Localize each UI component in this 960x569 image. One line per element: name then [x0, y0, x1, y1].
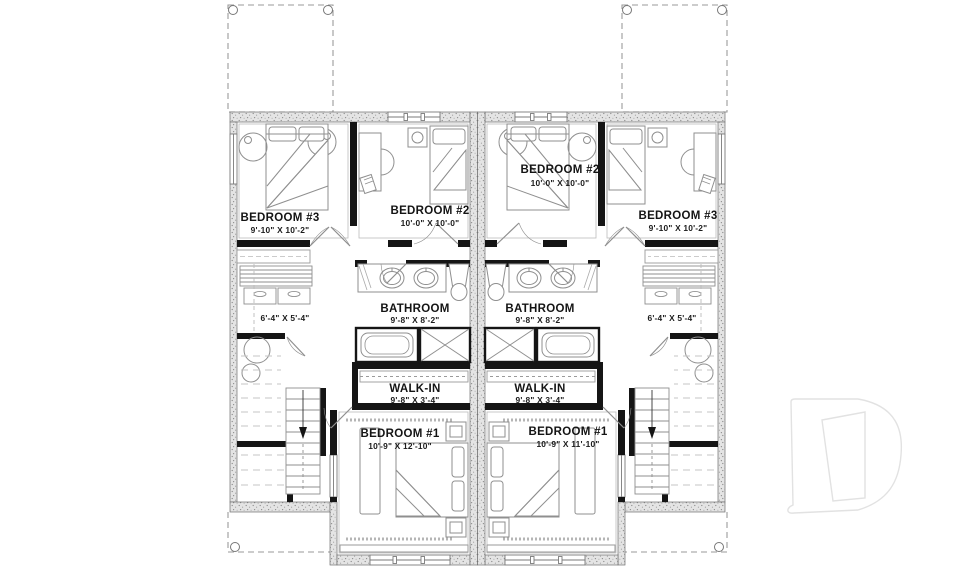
label-right-walkin-dims: 9'-8" X 3'-4" — [516, 395, 565, 405]
label-left-bedroom3-dims: 9'-10" X 10'-2" — [251, 225, 310, 235]
label-left-bathroom-name: BATHROOM — [380, 303, 449, 315]
label-left-bedroom2-name: BEDROOM #2 — [390, 205, 469, 217]
label-left-bathroom-dims: 9'-8" X 8'-2" — [391, 315, 440, 325]
label-left-bedroom1-name: BEDROOM #1 — [360, 428, 439, 440]
label-right-bedroom1-name: BEDROOM #1 — [528, 426, 607, 438]
label-right-bathroom-dims: 9'-8" X 8'-2" — [516, 315, 565, 325]
label-right-bedroom2-dims: 10'-0" X 10'-0" — [531, 178, 590, 188]
unit-right — [476, 110, 727, 567]
label-right-bedroom2-name: BEDROOM #2 — [520, 164, 599, 176]
label-right-bathroom-name: BATHROOM — [505, 303, 574, 315]
label-left-walkin-name: WALK-IN — [389, 383, 440, 395]
unit-left — [228, 110, 479, 567]
label-right-bedroom3-dims: 9'-10" X 10'-2" — [649, 223, 708, 233]
label-left-bedroom2-dims: 10'-0" X 10'-0" — [401, 218, 460, 228]
label-left-closet-dims: 6'-4" X 5'-4" — [261, 313, 310, 323]
porch-posts — [228, 5, 727, 552]
label-right-bedroom3-name: BEDROOM #3 — [638, 210, 717, 222]
label-left-walkin-dims: 9'-8" X 3'-4" — [391, 395, 440, 405]
label-left-bedroom3-name: BEDROOM #3 — [240, 212, 319, 224]
label-left-bedroom1-dims: 10'-9" X 12'-10" — [368, 441, 432, 451]
label-right-bedroom1-dims: 10'-9" X 11'-10" — [536, 439, 599, 449]
builder-logo-d — [787, 398, 903, 514]
label-right-walkin-name: WALK-IN — [514, 383, 565, 395]
label-right-closet-dims: 6'-4" X 5'-4" — [648, 313, 697, 323]
